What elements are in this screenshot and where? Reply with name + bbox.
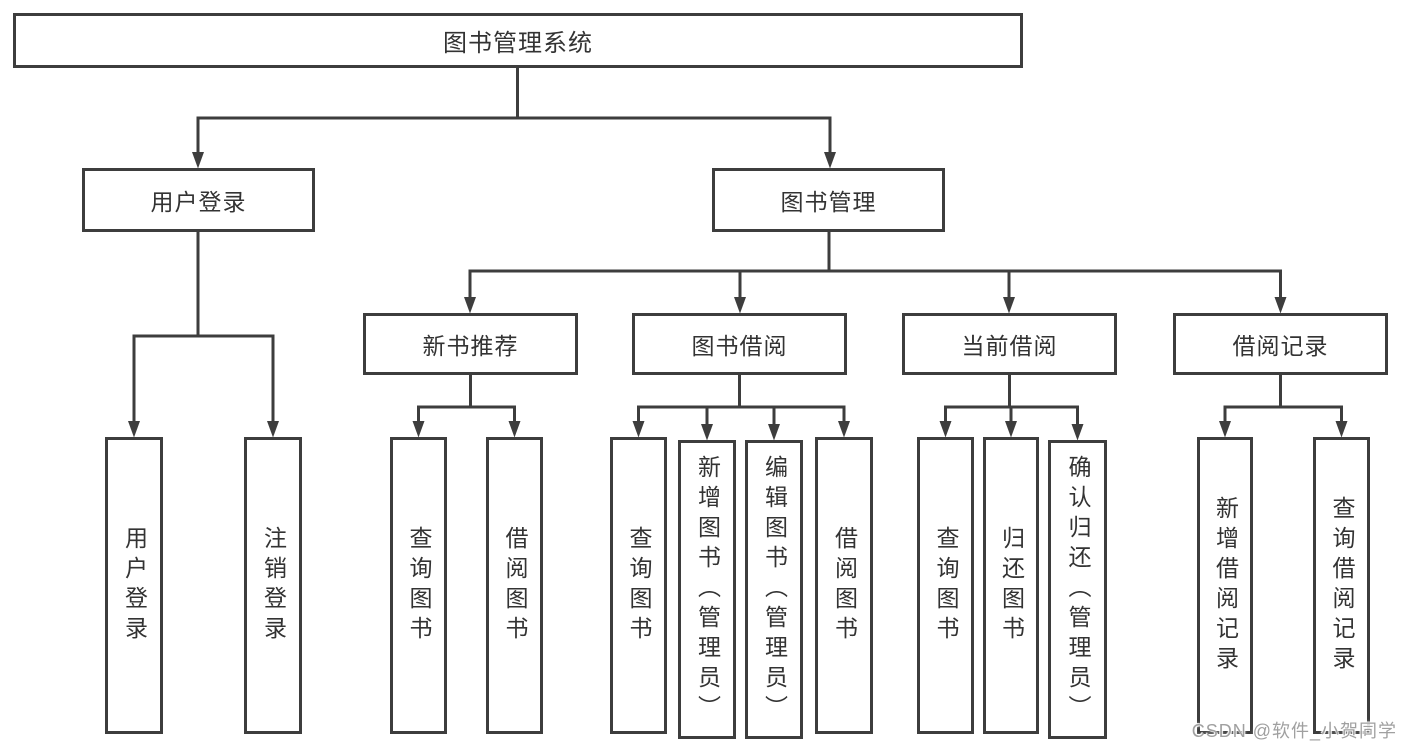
leaf-confirm-return-admin: 确认归还（管理员） bbox=[1048, 440, 1107, 739]
node-book-borrow: 图书借阅 bbox=[632, 313, 847, 375]
node-book-management: 图书管理 bbox=[712, 168, 945, 232]
leaf-add-book-admin: 新增图书（管理员） bbox=[678, 440, 736, 739]
connector-book-management-to-level3 bbox=[468, 232, 1282, 298]
leaf-borrow-books-newbook-label: 借阅图书 bbox=[502, 525, 528, 646]
node-new-book-recommend-label: 新书推荐 bbox=[422, 333, 519, 359]
leaf-query-borrow-record: 查询借阅记录 bbox=[1313, 437, 1370, 734]
leaf-edit-book-admin: 编辑图书（管理员） bbox=[745, 440, 803, 739]
leaf-user-login-label: 用户登录 bbox=[121, 525, 148, 646]
leaf-add-borrow-record: 新增借阅记录 bbox=[1197, 437, 1253, 734]
leaf-borrow-books-newbook: 借阅图书 bbox=[486, 437, 543, 734]
leaf-edit-book-admin-label: 编辑图书（管理员） bbox=[761, 454, 788, 725]
node-borrow-records: 借阅记录 bbox=[1173, 313, 1388, 375]
connector-root-to-level2 bbox=[196, 68, 832, 153]
leaf-query-books-newbook-label: 查询图书 bbox=[406, 525, 432, 646]
leaf-query-books-current: 查询图书 bbox=[917, 437, 974, 734]
leaf-query-books-borrow: 查询图书 bbox=[610, 437, 667, 734]
leaf-borrow-books-borrow-label: 借阅图书 bbox=[831, 525, 858, 646]
leaf-confirm-return-admin-label: 确认归还（管理员） bbox=[1065, 454, 1091, 725]
leaf-return-book: 归还图书 bbox=[983, 437, 1039, 734]
leaf-return-book-label: 归还图书 bbox=[998, 525, 1025, 646]
leaf-add-borrow-record-label: 新增借阅记录 bbox=[1212, 495, 1239, 676]
leaf-query-books-borrow-label: 查询图书 bbox=[626, 525, 652, 646]
leaf-query-books-current-label: 查询图书 bbox=[933, 525, 959, 646]
node-user-login-label: 用户登录 bbox=[150, 189, 247, 215]
leaf-logout-label: 注销登录 bbox=[260, 525, 287, 646]
connector-book-borrow-to-leaves bbox=[637, 375, 846, 425]
connector-new-book-recommend-to-leaves bbox=[417, 375, 516, 422]
node-borrow-records-label: 借阅记录 bbox=[1232, 333, 1329, 359]
leaf-query-borrow-record-label: 查询借阅记录 bbox=[1329, 495, 1355, 676]
leaf-add-book-admin-label: 新增图书（管理员） bbox=[694, 454, 721, 725]
node-book-borrow-label: 图书借阅 bbox=[691, 333, 788, 359]
connector-current-borrow-to-leaves bbox=[944, 375, 1079, 425]
leaf-borrow-books-borrow: 借阅图书 bbox=[815, 437, 873, 734]
leaf-query-books-newbook: 查询图书 bbox=[390, 437, 447, 734]
node-current-borrow: 当前借阅 bbox=[902, 313, 1117, 375]
csdn-watermark: CSDN @软件_小贺同学 bbox=[1191, 721, 1397, 741]
node-user-login: 用户登录 bbox=[82, 168, 315, 232]
leaf-user-login: 用户登录 bbox=[105, 437, 163, 734]
connector-borrow-records-to-leaves bbox=[1223, 375, 1343, 422]
node-book-management-label: 图书管理 bbox=[780, 189, 877, 215]
node-root-label: 图书管理系统 bbox=[443, 30, 593, 57]
leaf-logout: 注销登录 bbox=[244, 437, 302, 734]
connector-user-login-to-leaves bbox=[132, 232, 275, 422]
node-current-borrow-label: 当前借阅 bbox=[961, 333, 1058, 359]
node-root: 图书管理系统 bbox=[13, 13, 1023, 68]
node-new-book-recommend: 新书推荐 bbox=[363, 313, 578, 375]
